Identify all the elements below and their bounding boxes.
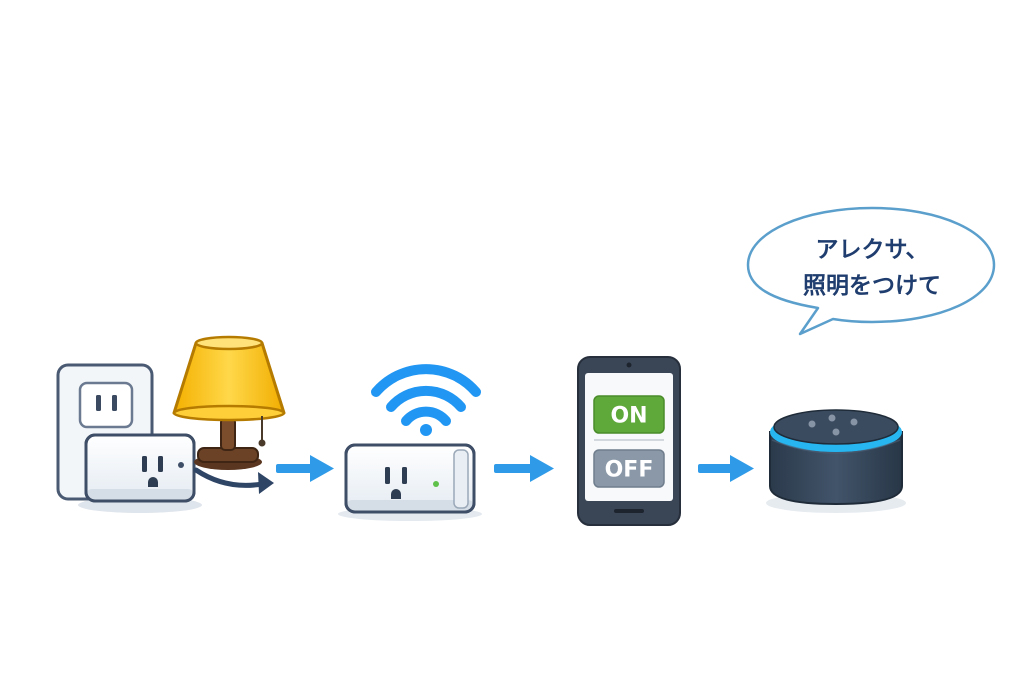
lamp-cord-arrow [193,467,274,494]
speech-bubble-icon [746,206,996,336]
off-button[interactable]: OFF [593,449,665,488]
smart-plug-plugged-icon [78,433,202,513]
arrow-right-icon [494,455,554,482]
smart-plug-icon [338,443,482,521]
off-button-label: OFF [605,458,654,483]
lamp-icon [172,335,286,470]
speech-line-1: アレクサ、 [815,237,929,263]
smart-speaker-icon [766,409,906,513]
on-button[interactable]: ON [593,395,665,434]
arrow-right-icon [698,455,754,482]
wifi-icon [371,364,481,436]
on-button-label: ON [610,404,647,429]
speech-bubble-text: アレクサ、 照明をつけて [760,232,984,304]
speech-line-2: 照明をつけて [803,273,941,299]
smartphone-icon [577,356,681,526]
arrow-right-icon [276,455,334,482]
